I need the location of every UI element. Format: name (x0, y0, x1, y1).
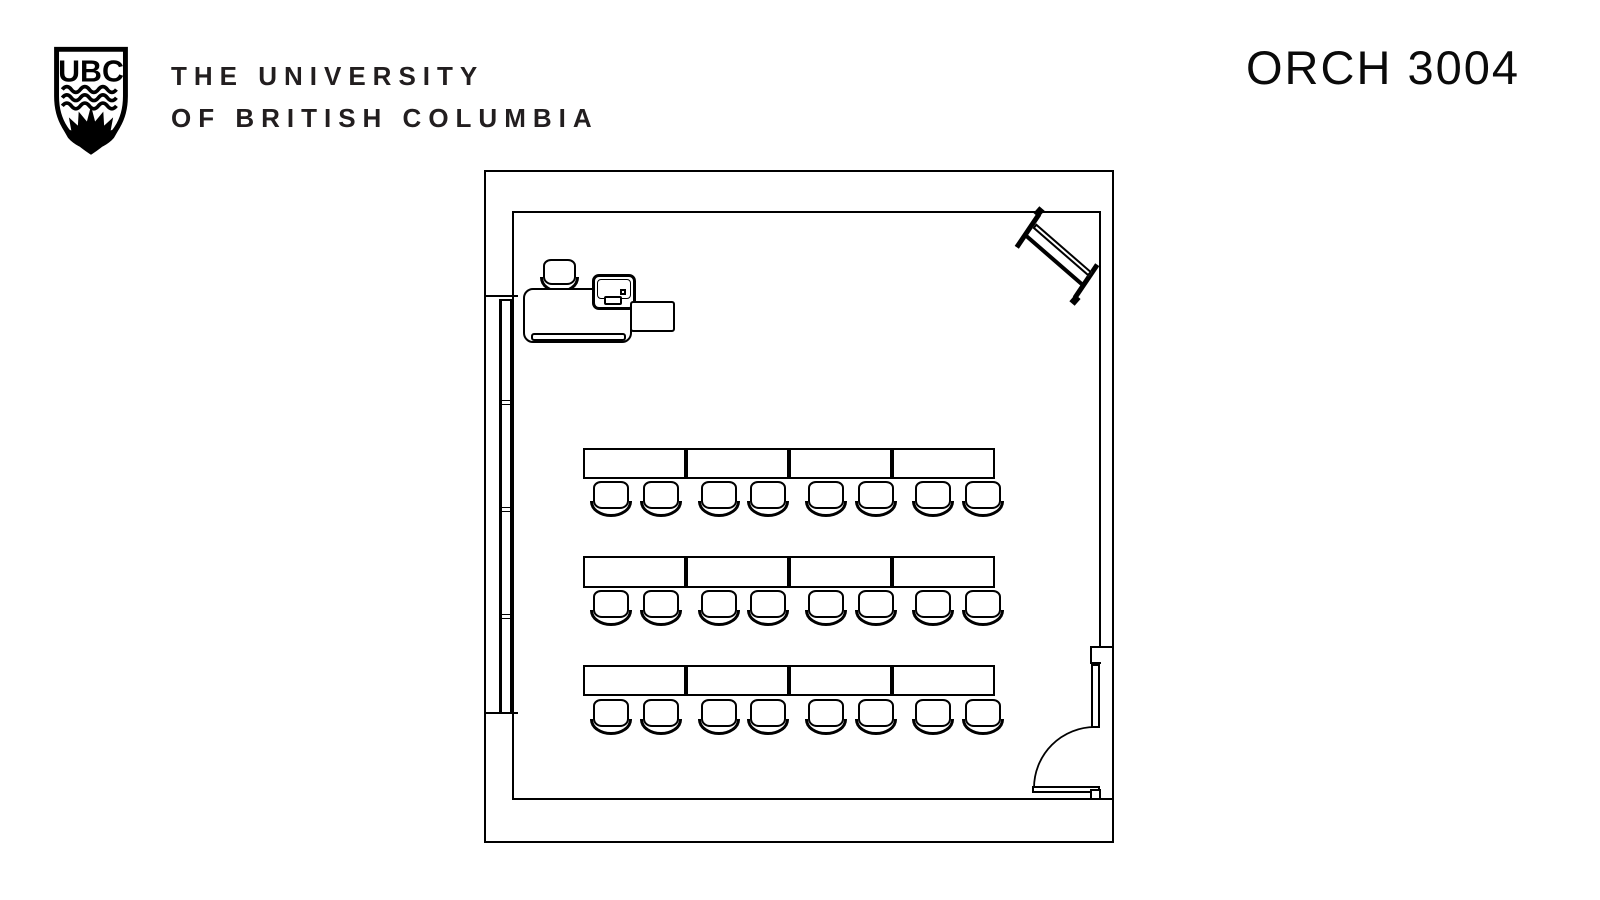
chair-row2-1 (590, 590, 632, 626)
chair-row2-6 (855, 590, 897, 626)
chair-row2-3 (698, 590, 740, 626)
chair-row2-8 (962, 590, 1004, 626)
chair-row1-7 (912, 481, 954, 517)
whiteboard-divider (499, 511, 512, 512)
ubc-logo: UBC (54, 46, 128, 155)
chair-row1-3 (698, 481, 740, 517)
table-row1-3 (789, 448, 892, 479)
chair-row1-4 (747, 481, 789, 517)
table-row3-2 (686, 665, 789, 696)
chair-row3-6 (855, 699, 897, 735)
whiteboard-divider (499, 404, 512, 405)
chair-row1-6 (855, 481, 897, 517)
chair-row1-5 (805, 481, 847, 517)
whiteboard-divider (499, 507, 512, 508)
room-title: ORCH 3004 (1246, 41, 1520, 94)
chair-row3-5 (805, 699, 847, 735)
door-jamb (1090, 646, 1092, 664)
whiteboard (499, 299, 512, 714)
wordmark-line-2: OF BRITISH COLUMBIA (171, 103, 599, 133)
wall-right (1099, 211, 1101, 648)
door-jamb (1090, 646, 1114, 648)
table-row3-4 (892, 665, 995, 696)
door-jamb-bottom (1090, 789, 1101, 800)
wall-top (512, 211, 1101, 213)
chair-row3-3 (698, 699, 740, 735)
table-row1-1 (583, 448, 686, 479)
ubc-monogram: UBC (58, 55, 124, 88)
chair-row3-1 (590, 699, 632, 735)
ubc-waves-icon (60, 84, 118, 111)
wall-bottom (512, 798, 1114, 800)
wall-left (512, 211, 514, 800)
chair-row3-8 (962, 699, 1004, 735)
chair-row3-7 (912, 699, 954, 735)
whiteboard-divider (499, 400, 512, 401)
whiteboard-divider (499, 618, 512, 619)
table-row2-3 (789, 556, 892, 588)
chair-row2-7 (912, 590, 954, 626)
ubc-rays-icon (61, 105, 121, 150)
university-wordmark: THE UNIVERSITY OF BRITISH COLUMBIA (171, 55, 599, 139)
chair-row2-4 (747, 590, 789, 626)
desk-tray (531, 333, 626, 341)
table-row3-1 (583, 665, 686, 696)
table-row2-2 (686, 556, 789, 588)
table-row1-2 (686, 448, 789, 479)
lectern-knob (620, 289, 626, 295)
table-row1-4 (892, 448, 995, 479)
table-row2-4 (892, 556, 995, 588)
lectern-notch (604, 296, 622, 305)
chair-row2-2 (640, 590, 682, 626)
teacher-chair (540, 259, 579, 293)
chair-row1-2 (640, 481, 682, 517)
door-leaf (1091, 664, 1100, 728)
table-row3-3 (789, 665, 892, 696)
whiteboard-cap-top (486, 295, 518, 297)
side-table (630, 301, 675, 332)
chair-row2-5 (805, 590, 847, 626)
chair-row3-2 (640, 699, 682, 735)
wordmark-line-1: THE UNIVERSITY (171, 61, 485, 91)
chair-row3-4 (747, 699, 789, 735)
door-jamb (1090, 662, 1101, 664)
whiteboard-divider (499, 614, 512, 615)
building-outline (484, 170, 1114, 843)
chair-row1-1 (590, 481, 632, 517)
table-row2-1 (583, 556, 686, 588)
chair-row1-8 (962, 481, 1004, 517)
